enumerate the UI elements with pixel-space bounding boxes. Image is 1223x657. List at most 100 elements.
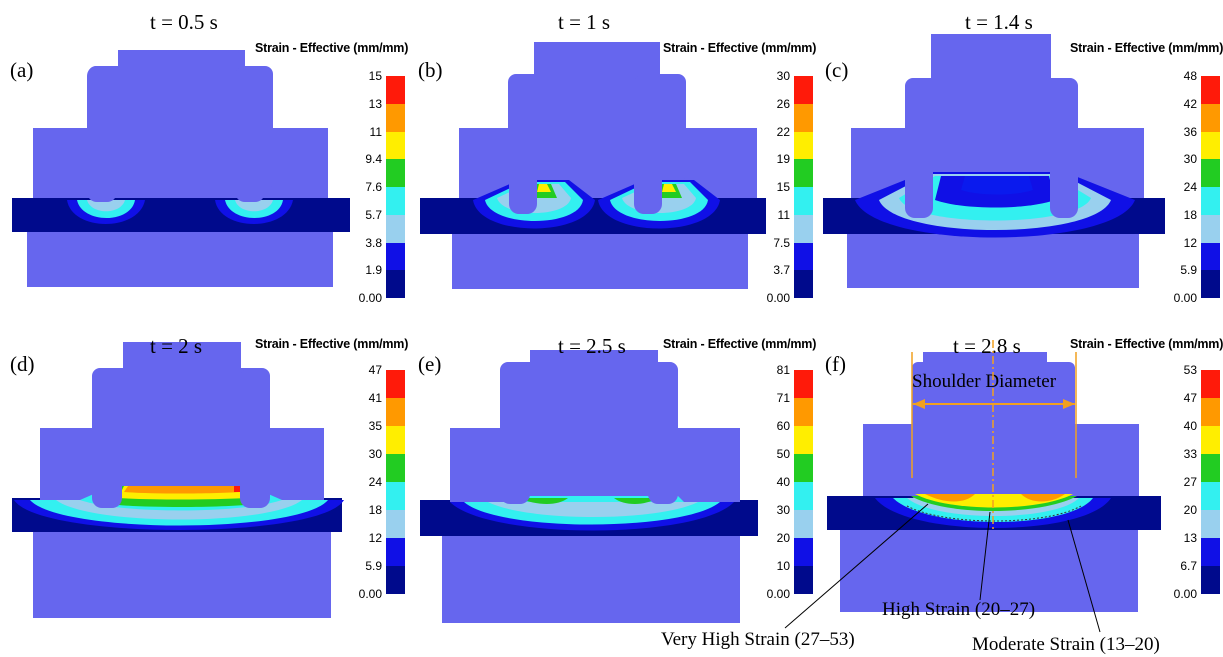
color-scale-segment [386,566,405,594]
color-scale-tick-label: 20 [776,531,790,545]
color-scale-segment [386,482,405,510]
color-scale-tick-label: 7.5 [773,235,790,250]
strain-zone-green [614,498,658,504]
color-scale-segment [386,270,405,298]
color-scale-segment [1201,76,1220,104]
legend-title: Strain - Effective (mm/mm) [663,337,817,351]
color-scale-segment [794,242,813,271]
contour-boundary [906,505,1082,522]
color-scale-tick-label: 10 [776,559,790,573]
color-scale-tick-label: 30 [368,447,382,461]
color-scale-tick-label: 19 [776,152,790,167]
simulation-geometry [823,34,1165,288]
panel-e: t = 2.5 s(e)Strain - Effective (mm/mm)81… [408,328,816,656]
strain-contour-plot [823,34,1165,288]
legend-title: Strain - Effective (mm/mm) [255,337,409,351]
color-scale-tick-label: 0.00 [766,291,790,305]
color-scale-tick-label: 6.7 [1180,559,1197,573]
high-strain-label: High Strain (20–27) [882,599,1036,620]
panel-c: t = 1.4 s(c)Strain - Effective (mm/mm)48… [815,0,1223,328]
tool-pin [1050,78,1078,218]
color-scale-tick-label: 13 [368,96,382,111]
color-scale-tick-label: 15 [368,69,382,83]
color-scale-segment [386,398,405,426]
strain-zone-red [234,486,242,492]
color-scale-segment [1201,426,1220,454]
panel-letter-label: (a) [10,58,34,82]
shoulder-arrow-left [913,399,925,409]
legend-title: Strain - Effective (mm/mm) [1070,337,1223,351]
color-scale-tick-label: 12 [1183,235,1197,250]
color-scale-tick-label: 11 [777,207,790,222]
color-scale-tick-label: 5.9 [365,559,382,573]
color-scale-tick-label: 35 [368,419,382,433]
color-scale-segment [386,187,405,215]
color-scale-tick-label: 60 [776,419,790,433]
panel-time-label: t = 2 s [150,334,203,358]
strain-contour-plot [12,50,350,287]
tool-pin [648,362,678,504]
color-scale-segment [1201,214,1220,243]
color-scale-tick-label: 47 [1183,391,1197,405]
color-scale-segment [794,159,813,187]
panel-time-label: t = 0.5 s [150,10,218,34]
strain-zone-orange [925,494,975,502]
tool-pin [240,368,270,508]
legend-title: Strain - Effective (mm/mm) [663,41,817,55]
color-scale-tick-label: 81 [776,363,790,377]
color-scale-tick-label: 9.4 [365,152,382,167]
tool-body [905,78,1078,176]
color-scale-tick-label: 18 [368,503,382,517]
backing-plate [840,526,1138,612]
color-scale-segment [1201,482,1220,510]
tool-pin [92,368,122,508]
color-scale-segment [1201,538,1220,566]
color-scale-segment [386,103,405,132]
color-scale-segment [1201,398,1220,426]
color-scale-segment [794,76,813,104]
color-scale-tick-label: 41 [368,391,382,405]
color-scale-segment [794,370,813,398]
moderate-leader [1067,519,1101,633]
color-scale-tick-label: 71 [776,391,790,405]
color-scale-segment [386,454,405,482]
strain-zone-yellow [537,184,551,192]
panel-a: t = 0.5 s(a)Strain - Effective (mm/mm)15… [0,0,408,328]
color-scale-bar [386,370,405,594]
color-scale-segment [1201,370,1220,398]
strain-zone-orange [1021,494,1065,502]
simulation-geometry [12,342,344,618]
strain-contour-plot [420,42,766,289]
color-scale-tick-label: 40 [1183,419,1197,433]
panel-time-label: t = 1.4 s [965,10,1033,34]
backing-plate [27,227,333,287]
strain-contour-plot [12,342,344,618]
color-scale-tick-label: 47 [368,363,382,377]
shoulder-arrow-right [1063,399,1075,409]
tool-pin [509,74,537,214]
tool-pin [905,78,933,218]
color-scale-segment [1201,159,1220,187]
color-scale-segment [794,131,813,160]
color-scale-segment [794,482,813,510]
color-scale-segment [794,214,813,243]
color-scale-tick-label: 26 [776,96,790,111]
color-scale-segment [386,214,405,243]
color-scale-segment [386,510,405,538]
color-scale-segment [794,398,813,426]
color-scale-segment [1201,242,1220,271]
color-scale-tick-label: 27 [1183,475,1197,489]
backing-plate [452,233,748,289]
tool-body [88,66,273,190]
color-scale-tick-label: 18 [1183,207,1197,222]
color-scale-segment [386,131,405,160]
color-scale-tick-label: 50 [776,447,790,461]
color-scale-tick-label: 13 [1183,531,1197,545]
backing-plate [33,528,331,618]
color-scale-segment [794,510,813,538]
color-scale-segment [386,426,405,454]
